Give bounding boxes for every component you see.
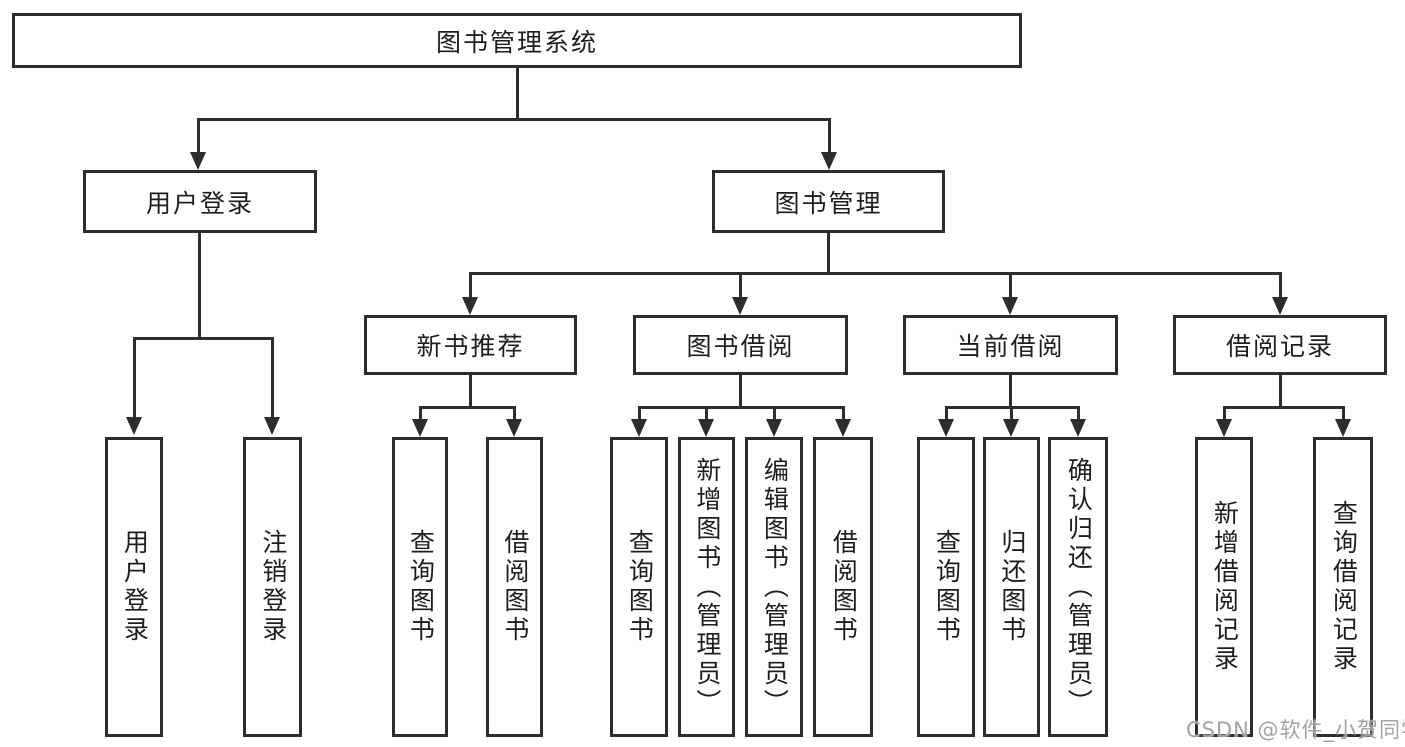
connector-trunk-user-login-children: [197, 233, 201, 337]
node-leaf-query-books-current: 查询图书: [917, 437, 975, 737]
node-book-borrowing: 图书借阅: [633, 315, 848, 375]
connector-stem-current-children: [1009, 406, 1013, 423]
arrowhead-down-icon: [189, 152, 206, 170]
node-label-leaf-return-books: 归还图书: [997, 529, 1027, 645]
node-leaf-add-borrow-record: 新增借阅记录: [1195, 437, 1253, 737]
arrowhead-down-icon: [1215, 419, 1232, 437]
node-new-book-recommendation: 新书推荐: [364, 315, 577, 375]
connector-stem-borrowing-children: [704, 406, 708, 423]
node-leaf-return-books: 归还图书: [983, 437, 1040, 737]
connector-stem-current-children: [944, 406, 948, 423]
connector-stem-borrowing-children: [772, 406, 776, 423]
arrowhead-down-icon: [834, 419, 851, 437]
node-label-current-borrowing: 当前借阅: [956, 332, 1065, 361]
connector-stem-root-to-level2: [196, 118, 200, 156]
arrowhead-down-icon: [1271, 297, 1288, 315]
connector-bar-borrowing-children: [637, 406, 845, 409]
node-leaf-logout: 注销登录: [243, 437, 302, 737]
node-label-book-borrowing: 图书借阅: [686, 332, 795, 361]
connector-bar-user-login-children: [132, 337, 274, 340]
node-user-login: 用户登录: [83, 170, 317, 233]
node-borrowing-records: 借阅记录: [1173, 315, 1387, 375]
connector-stem-records-children: [1341, 406, 1345, 423]
connector-stem-recommend-children: [512, 406, 516, 423]
node-book-management: 图书管理: [712, 170, 945, 233]
connector-stem-records-children: [1222, 406, 1226, 423]
connector-stem-book-management-children: [468, 272, 472, 301]
node-leaf-query-borrow-record: 查询借阅记录: [1313, 437, 1373, 737]
connector-stem-current-children: [1076, 406, 1080, 423]
connector-stem-book-management-children: [1008, 272, 1012, 301]
arrowhead-down-icon: [1069, 419, 1086, 437]
node-label-leaf-query-books-current: 查询图书: [932, 529, 962, 645]
arrowhead-down-icon: [411, 419, 428, 437]
connector-stem-root-to-level2: [827, 118, 831, 156]
connector-trunk-book-management-children: [826, 233, 830, 272]
node-label-book-management: 图书管理: [774, 188, 883, 218]
connector-stem-book-management-children: [738, 272, 742, 301]
arrowhead-down-icon: [697, 419, 714, 437]
node-label-leaf-query-borrow-record: 查询借阅记录: [1329, 500, 1359, 674]
node-label-leaf-add-borrow-record: 新增借阅记录: [1210, 500, 1240, 674]
node-label-leaf-add-books-admin: 新增图书（管理员）: [692, 456, 722, 718]
node-leaf-borrow-books-recommend: 借阅图书: [486, 437, 543, 737]
connector-trunk-records-children: [1278, 375, 1282, 406]
arrowhead-down-icon: [505, 419, 522, 437]
arrowhead-down-icon: [731, 297, 748, 315]
connector-stem-recommend-children: [418, 406, 422, 423]
arrowhead-down-icon: [1001, 297, 1018, 315]
node-label-leaf-query-books-borrowing: 查询图书: [625, 529, 655, 645]
node-label-leaf-query-books-recommend: 查询图书: [406, 529, 436, 645]
connector-bar-records-children: [1222, 406, 1345, 409]
node-current-borrowing: 当前借阅: [903, 315, 1118, 375]
arrowhead-down-icon: [1334, 419, 1351, 437]
node-leaf-query-books-borrowing: 查询图书: [610, 437, 668, 737]
arrowhead-down-icon: [461, 297, 478, 315]
connector-bar-book-management-children: [468, 272, 1282, 275]
node-leaf-query-books-recommend: 查询图书: [392, 437, 448, 737]
connector-trunk-borrowing-children: [738, 375, 742, 406]
node-label-library-management-system: 图书管理系统: [435, 27, 598, 57]
arrowhead-down-icon: [1002, 419, 1019, 437]
node-leaf-confirm-return-admin: 确认归还（管理员）: [1048, 437, 1108, 737]
node-label-new-book-recommendation: 新书推荐: [416, 332, 525, 361]
arrowhead-down-icon: [765, 419, 782, 437]
connector-stem-user-login-children: [132, 337, 136, 421]
connector-bar-root-to-level2: [196, 118, 831, 121]
arrowhead-down-icon: [937, 419, 954, 437]
connector-trunk-root-to-level2: [515, 68, 519, 118]
arrowhead-down-icon: [263, 417, 280, 435]
connector-trunk-recommend-children: [468, 375, 472, 406]
connector-stem-user-login-children: [270, 337, 274, 421]
node-leaf-user-login: 用户登录: [105, 437, 163, 737]
arrowhead-down-icon: [820, 152, 837, 170]
node-label-leaf-logout: 注销登录: [258, 529, 288, 645]
node-leaf-edit-books-admin: 编辑图书（管理员）: [745, 437, 803, 737]
node-label-leaf-user-login: 用户登录: [120, 529, 150, 645]
node-label-user-login: 用户登录: [145, 188, 254, 218]
node-label-leaf-borrow-books-recommend: 借阅图书: [500, 529, 530, 645]
arrowhead-down-icon: [125, 417, 142, 435]
connector-trunk-current-children: [1008, 375, 1012, 406]
node-library-management-system: 图书管理系统: [12, 13, 1022, 68]
connector-stem-borrowing-children: [637, 406, 641, 423]
node-leaf-borrow-books-borrowing: 借阅图书: [813, 437, 873, 737]
connector-stem-borrowing-children: [841, 406, 845, 423]
node-leaf-add-books-admin: 新增图书（管理员）: [678, 437, 735, 737]
node-label-borrowing-records: 借阅记录: [1225, 332, 1334, 361]
node-label-leaf-confirm-return-admin: 确认归还（管理员）: [1064, 456, 1094, 718]
connector-stem-book-management-children: [1278, 272, 1282, 301]
csdn-watermark: CSDN @软件_小贺同学: [1186, 718, 1405, 742]
connector-bar-recommend-children: [418, 406, 516, 409]
node-label-leaf-edit-books-admin: 编辑图书（管理员）: [760, 456, 790, 718]
arrowhead-down-icon: [630, 419, 647, 437]
node-label-leaf-borrow-books-borrowing: 借阅图书: [829, 529, 859, 645]
